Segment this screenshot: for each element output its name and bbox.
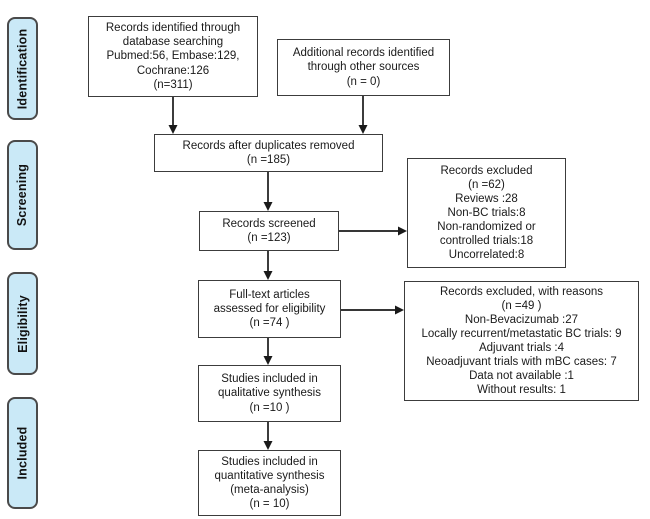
stage-eligibility-label: Eligibility <box>15 294 30 353</box>
stage-identification-label: Identification <box>15 28 30 109</box>
box-records-screened: Records screened (n =123) <box>199 211 339 251</box>
box-full-text-assessed-text: Full-text articles assessed for eligibil… <box>213 288 326 329</box>
box-records-excluded: Records excluded (n =62) Reviews :28 Non… <box>407 158 566 268</box>
box-full-text-assessed: Full-text articles assessed for eligibil… <box>198 280 341 338</box>
box-records-excluded-text: Records excluded (n =62) Reviews :28 Non… <box>437 164 536 262</box>
box-after-duplicates-text: Records after duplicates removed (n =185… <box>182 139 355 166</box>
box-records-screened-text: Records screened (n =123) <box>222 217 316 244</box>
stage-included-label: Included <box>15 426 30 480</box>
box-records-identified: Records identified through database sear… <box>88 16 258 97</box>
stage-eligibility: Eligibility <box>7 272 38 375</box>
stage-screening: Screening <box>7 140 38 250</box>
box-after-duplicates: Records after duplicates removed (n =185… <box>154 134 383 172</box>
box-qualitative-synthesis-text: Studies included in qualitative synthesi… <box>218 373 321 414</box>
box-qualitative-synthesis: Studies included in qualitative synthesi… <box>198 365 341 422</box>
box-quantitative-synthesis-text: Studies included in quantitative synthes… <box>214 455 325 511</box>
stage-included: Included <box>7 397 38 509</box>
box-excluded-with-reasons-text: Records excluded, with reasons (n =49 ) … <box>421 285 622 397</box>
box-records-identified-text: Records identified through database sear… <box>105 22 241 91</box>
box-additional-records-text: Additional records identified through ot… <box>292 47 435 88</box>
box-excluded-with-reasons: Records excluded, with reasons (n =49 ) … <box>404 281 639 401</box>
stage-identification: Identification <box>7 17 38 120</box>
box-additional-records: Additional records identified through ot… <box>277 39 450 96</box>
stage-screening-label: Screening <box>15 163 30 227</box>
box-quantitative-synthesis: Studies included in quantitative synthes… <box>198 450 341 516</box>
